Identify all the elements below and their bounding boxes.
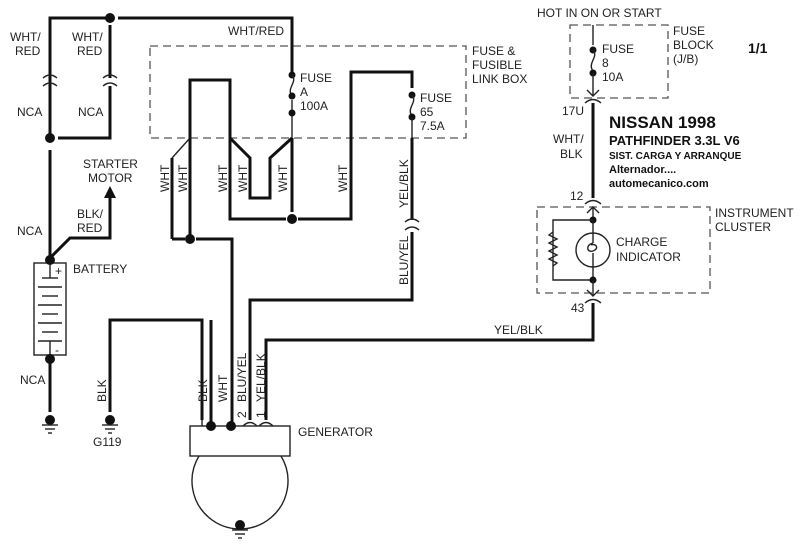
generator-symbol [189,420,291,539]
battery-pos-terminal [45,255,55,265]
label-wht-red-top: WHT/RED [228,24,284,38]
label-fuse-block-3: (J/B) [673,52,698,66]
instrument-cluster-outline [536,206,711,294]
title-site: automecanico.com [609,178,709,190]
label-wht-red-2a: WHT/ [72,30,103,44]
fuse-65-rating: 7.5A [420,119,445,133]
starter-wire [48,195,112,260]
label-fuse-block-1: FUSE [673,24,705,38]
label-17u: 17U [562,104,584,118]
g119-ground-wire [108,318,204,420]
label-charge-1: CHARGE [616,235,667,249]
label-pin-2: 2 [235,411,249,418]
blu-yel-wire [248,232,414,420]
wht-red-wires [42,16,294,258]
splice-dot [45,133,55,143]
label-wht-red-2b: RED [77,44,103,58]
label-blk-g119: BLK [95,379,109,402]
label-yel-blk-gen: YEL/BLK [254,353,268,402]
fuse-8-rating: 10A [602,70,623,84]
label-wht-blk-2: BLK [560,147,583,161]
label-wht-gen: WHT [216,374,230,402]
fuse-65-id: 65 [420,105,434,119]
fuse-a-label: FUSE [300,71,332,85]
label-12: 12 [570,189,584,203]
label-pin-1: 1 [254,411,268,418]
label-wht-d: WHT [236,164,250,192]
title-make-year: NISSAN 1998 [609,113,716,132]
connector-17u [584,98,602,104]
label-cluster-1: INSTRUMENT [715,206,794,220]
label-wht-red-1a: WHT/ [10,30,41,44]
label-blu-yel-gen: BLU/YEL [235,352,249,402]
label-yel-blk-h: YEL/BLK [494,323,543,337]
fuse-8-label: FUSE [602,42,634,56]
splice-dot [185,234,195,244]
generator-pins [242,421,274,427]
ground-icon [42,415,58,434]
fuse-a-rating: 100A [300,99,328,113]
connector-12 [584,199,602,205]
label-blu-yel-v: BLU/YEL [397,235,411,285]
label-wht-f: WHT [336,164,350,192]
label-wht-a: WHT [158,164,172,192]
label-blk-gen: BLK [196,379,210,402]
label-hot-in: HOT IN ON OR START [537,6,662,20]
label-wht-c: WHT [216,164,230,192]
page-number: 1/1 [748,40,768,56]
title-model: PATHFINDER 3.3L V6 [609,133,740,148]
label-nca-1: NCA [17,105,42,119]
label-yel-blk-v: YEL/BLK [397,159,411,208]
label-fuse-block-2: BLOCK [673,38,714,52]
label-43: 43 [571,301,585,315]
label-nca-3: NCA [17,224,42,238]
fuse-65-symbol [408,91,416,138]
fuse-8-symbol [586,46,600,97]
label-wht-b: WHT [176,164,190,192]
starter-arrow-icon [104,186,116,198]
connector [404,218,420,231]
label-nca-2: NCA [78,105,103,119]
label-blk-red-1: BLK/ [77,207,104,221]
label-fuse-box-2: FUSIBLE [472,58,522,72]
label-cluster-2: CLUSTER [715,220,771,234]
label-fuse-box-3: LINK BOX [472,72,527,86]
fuse-block-outline [569,24,669,99]
label-generator: GENERATOR [298,425,373,439]
label-fuse-box-1: FUSE & [472,44,515,58]
charge-indicator-circuit [547,216,611,297]
splice-dot [287,214,297,224]
ground-g119-icon [102,415,118,434]
fuse-a-symbol [288,71,296,117]
label-blk-red-2: RED [77,221,103,235]
label-starter-1: STARTER [83,157,138,171]
fuse-8-id: 8 [602,56,609,70]
connector-43 [584,298,602,304]
title-subject: Alternador.... [609,164,676,176]
title-system: SIST. CARGA Y ARRANQUE [609,151,742,162]
label-nca-4: NCA [20,373,45,387]
battery-plus-sign: + [55,264,62,278]
label-g119: G119 [93,435,122,449]
fuse-a-id: A [300,85,308,99]
label-charge-2: INDICATOR [616,250,681,264]
label-wht-red-1b: RED [15,44,41,58]
resistor-icon [547,231,559,267]
label-wht-blk-1: WHT/ [553,132,584,146]
fuse-link-box-outline [149,45,467,139]
battery-minus-sign: - [55,343,59,357]
fuse-65-label: FUSE [420,91,452,105]
connector-nca-2 [102,74,118,87]
label-battery: BATTERY [73,262,127,276]
wht-wires [170,70,414,425]
yel-blk-return-wire [264,303,595,420]
label-wht-e: WHT [276,164,290,192]
connector-nca-1 [42,74,58,87]
label-starter-2: MOTOR [88,171,133,185]
splice-dot [105,13,115,23]
